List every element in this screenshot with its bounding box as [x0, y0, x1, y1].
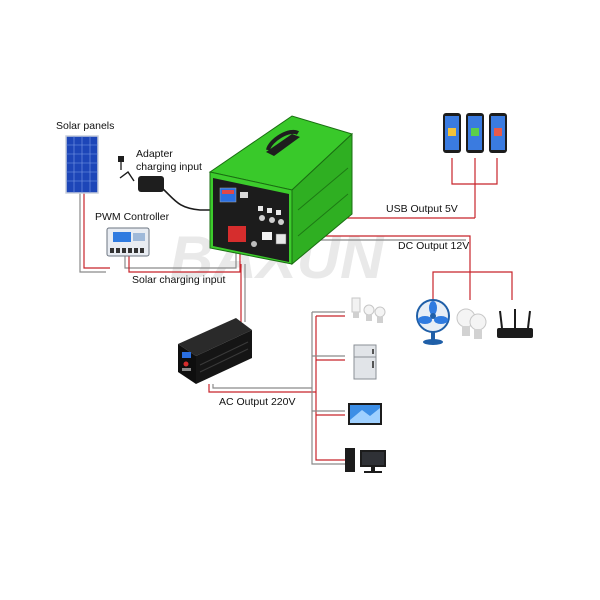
usb-output-label: USB Output 5V [386, 203, 458, 215]
wire-ac-trunk-a [311, 312, 345, 465]
wire-pwm-station-a [124, 250, 237, 269]
desktop-computer-icon [345, 448, 386, 473]
smartphone-icon [443, 113, 507, 153]
fan-icon [416, 299, 450, 345]
refrigerator-icon [353, 344, 377, 380]
adapter-cable [161, 187, 214, 211]
wire-dc-a [262, 235, 471, 272]
dc-output-label: DC Output 12V [398, 240, 470, 252]
inverter-icon [178, 318, 252, 384]
solar-panels-label: Solar panels [56, 120, 115, 132]
light-bulbs-icon [351, 297, 386, 323]
adapter-label-line2: charging input [136, 161, 202, 173]
wire-dc-branch [432, 271, 513, 300]
router-icon [497, 309, 533, 338]
pwm-controller-label: PWM Controller [95, 211, 170, 223]
wire-panel-pwm-a [79, 193, 106, 273]
wire-ac-a [212, 384, 312, 389]
power-station-icon [208, 115, 353, 266]
wire-pwm-station-b [128, 250, 241, 273]
adapter-label-line1: Adapter [136, 148, 173, 160]
television-icon [348, 403, 382, 425]
charge-controller-icon [106, 227, 150, 257]
ac-output-label: AC Output 220V [219, 396, 296, 408]
solar-panel-icon [65, 135, 99, 194]
light-bulb-icon [456, 308, 487, 339]
power-adapter-icon [118, 156, 164, 192]
solar-charging-input-label: Solar charging input [132, 274, 226, 286]
wire-panel-pwm-b [83, 193, 110, 269]
wire-ac-b [208, 384, 316, 393]
wire-ac-trunk-b [315, 316, 345, 461]
